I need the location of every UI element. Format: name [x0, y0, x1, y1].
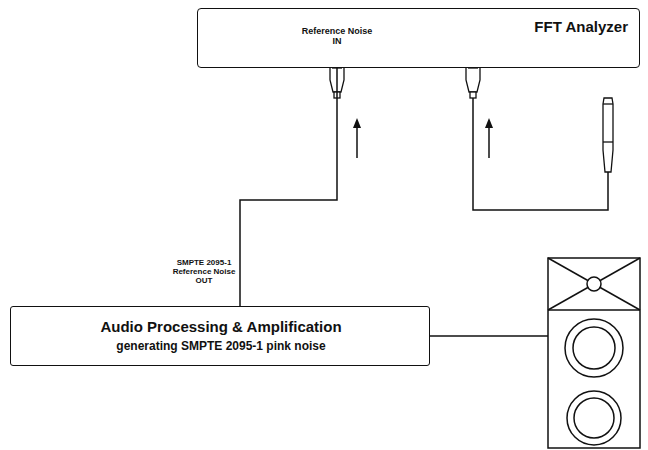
box-title: FFT Analyzer	[498, 18, 628, 35]
arrow-head	[353, 118, 361, 128]
box-title: Audio Processing & Amplification	[17, 318, 425, 335]
xlr-plug	[470, 92, 476, 98]
port-label: Reference Noise IN	[297, 27, 377, 47]
cable-label: SMPTE 2095-1 Reference Noise OUT	[172, 258, 236, 286]
analyzer-box: FFT Analyzer	[197, 8, 640, 68]
mic-cable	[473, 98, 608, 210]
processor-box: Audio Processing & Amplification generati…	[10, 306, 430, 366]
microphone	[603, 98, 613, 172]
signal-cable	[240, 68, 337, 306]
box-subtitle: generating SMPTE 2095-1 pink noise	[17, 340, 425, 354]
flow-arrow	[488, 124, 490, 158]
loudspeaker	[548, 258, 640, 448]
flow-arrow	[356, 124, 358, 158]
arrow-head	[485, 118, 493, 128]
speaker-cable	[418, 335, 548, 337]
